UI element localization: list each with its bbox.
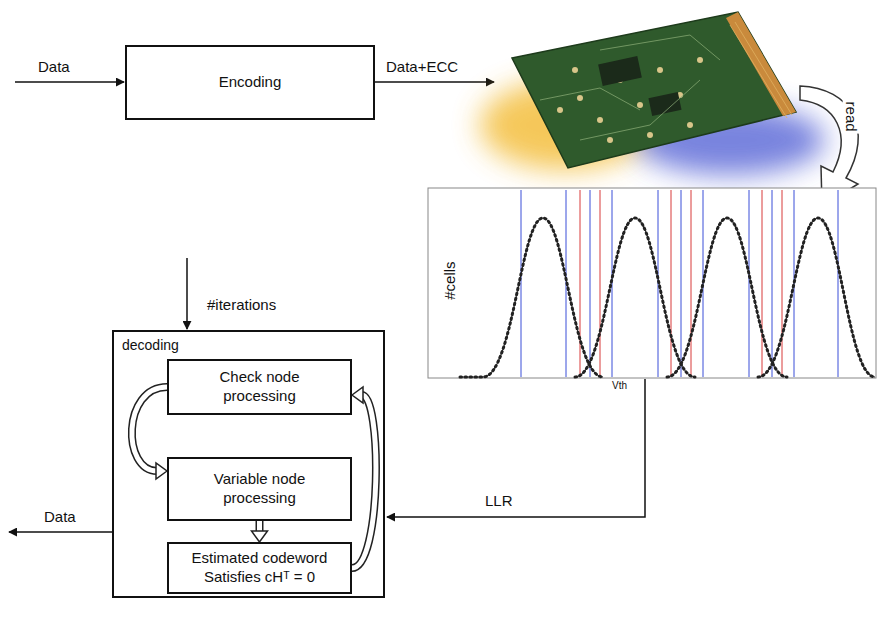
vth-distribution-plot	[428, 188, 876, 378]
axis-label: #cells	[441, 259, 458, 301]
group-title: decoding	[122, 337, 179, 354]
iterations-arrow	[186, 258, 188, 329]
parameter-label: #iterations	[205, 296, 278, 313]
memory-card-picture	[480, 12, 825, 175]
flow-arrow	[252, 521, 268, 542]
action-label: read	[842, 100, 859, 134]
signal-label: Data	[36, 58, 72, 75]
process-box: Variable node processing	[167, 457, 352, 521]
input-arrow	[15, 81, 124, 83]
signal-label: Data	[42, 508, 78, 525]
output-arrow	[9, 531, 112, 533]
axis-label: Vth	[610, 380, 629, 392]
box-text: Variable node processing	[199, 470, 320, 508]
check-box: Estimated codeword Satisfies cHᵀ = 0	[167, 542, 352, 594]
box-text: Encoding	[219, 73, 282, 92]
box-text: Estimated codeword Satisfies cHᵀ = 0	[177, 549, 342, 587]
process-box: Check node processing	[167, 359, 352, 415]
flow-arrow	[352, 387, 376, 568]
llr-arrow	[387, 379, 645, 517]
box-text: Check node processing	[199, 368, 320, 406]
signal-label: LLR	[483, 492, 515, 509]
process-box: Encoding	[125, 45, 375, 120]
decoder-group: decodingCheck node processingVariable no…	[112, 330, 385, 598]
signal-label: Data+ECC	[384, 58, 460, 75]
write-arrow	[375, 81, 494, 83]
flow-arrow	[132, 387, 167, 479]
